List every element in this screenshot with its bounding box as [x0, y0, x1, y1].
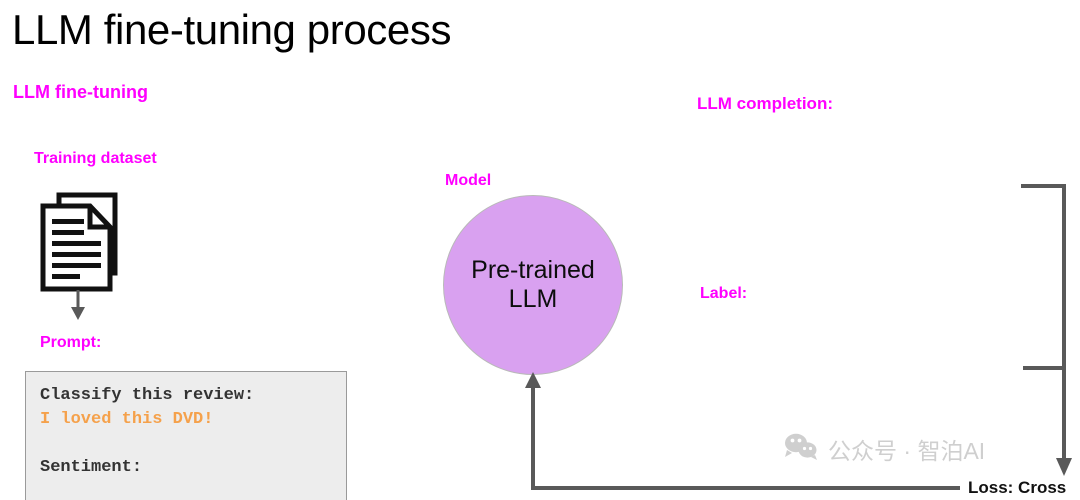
watermark: 公众号 · 智泊AI	[783, 432, 985, 466]
wechat-icon	[783, 432, 819, 466]
label-training-dataset: Training dataset	[34, 150, 157, 167]
label-model: Model	[445, 172, 492, 189]
prompt-line-instruction: Classify this review:	[40, 386, 255, 405]
model-name-line-1: Pre-trained	[471, 255, 595, 284]
watermark-text: 公众号 · 智泊AI	[828, 438, 986, 464]
prompt-textbox[interactable]: Classify this review: I loved this DVD! …	[25, 371, 347, 500]
label-loss: Loss: Cross	[968, 478, 1067, 497]
label-prompt: Prompt:	[40, 334, 102, 351]
page-title: LLM fine-tuning process	[12, 6, 452, 53]
document-stack-icon	[38, 192, 128, 297]
arrow-down-icon	[62, 290, 96, 324]
bracket-connector-icon	[1010, 178, 1080, 478]
arrow-up-icon	[505, 366, 985, 500]
prompt-line-blank	[40, 432, 346, 456]
label-llm-completion: LLM completion:	[697, 94, 833, 113]
model-node-pre-trained-llm[interactable]: Pre-trained LLM	[443, 195, 623, 375]
model-name-line-2: LLM	[508, 285, 558, 313]
prompt-line-review: I loved this DVD!	[40, 410, 214, 429]
prompt-line-sentiment: Sentiment:	[40, 458, 143, 477]
section-label-llm-fine-tuning: LLM fine-tuning	[13, 82, 148, 102]
label-label: Label:	[700, 285, 748, 302]
